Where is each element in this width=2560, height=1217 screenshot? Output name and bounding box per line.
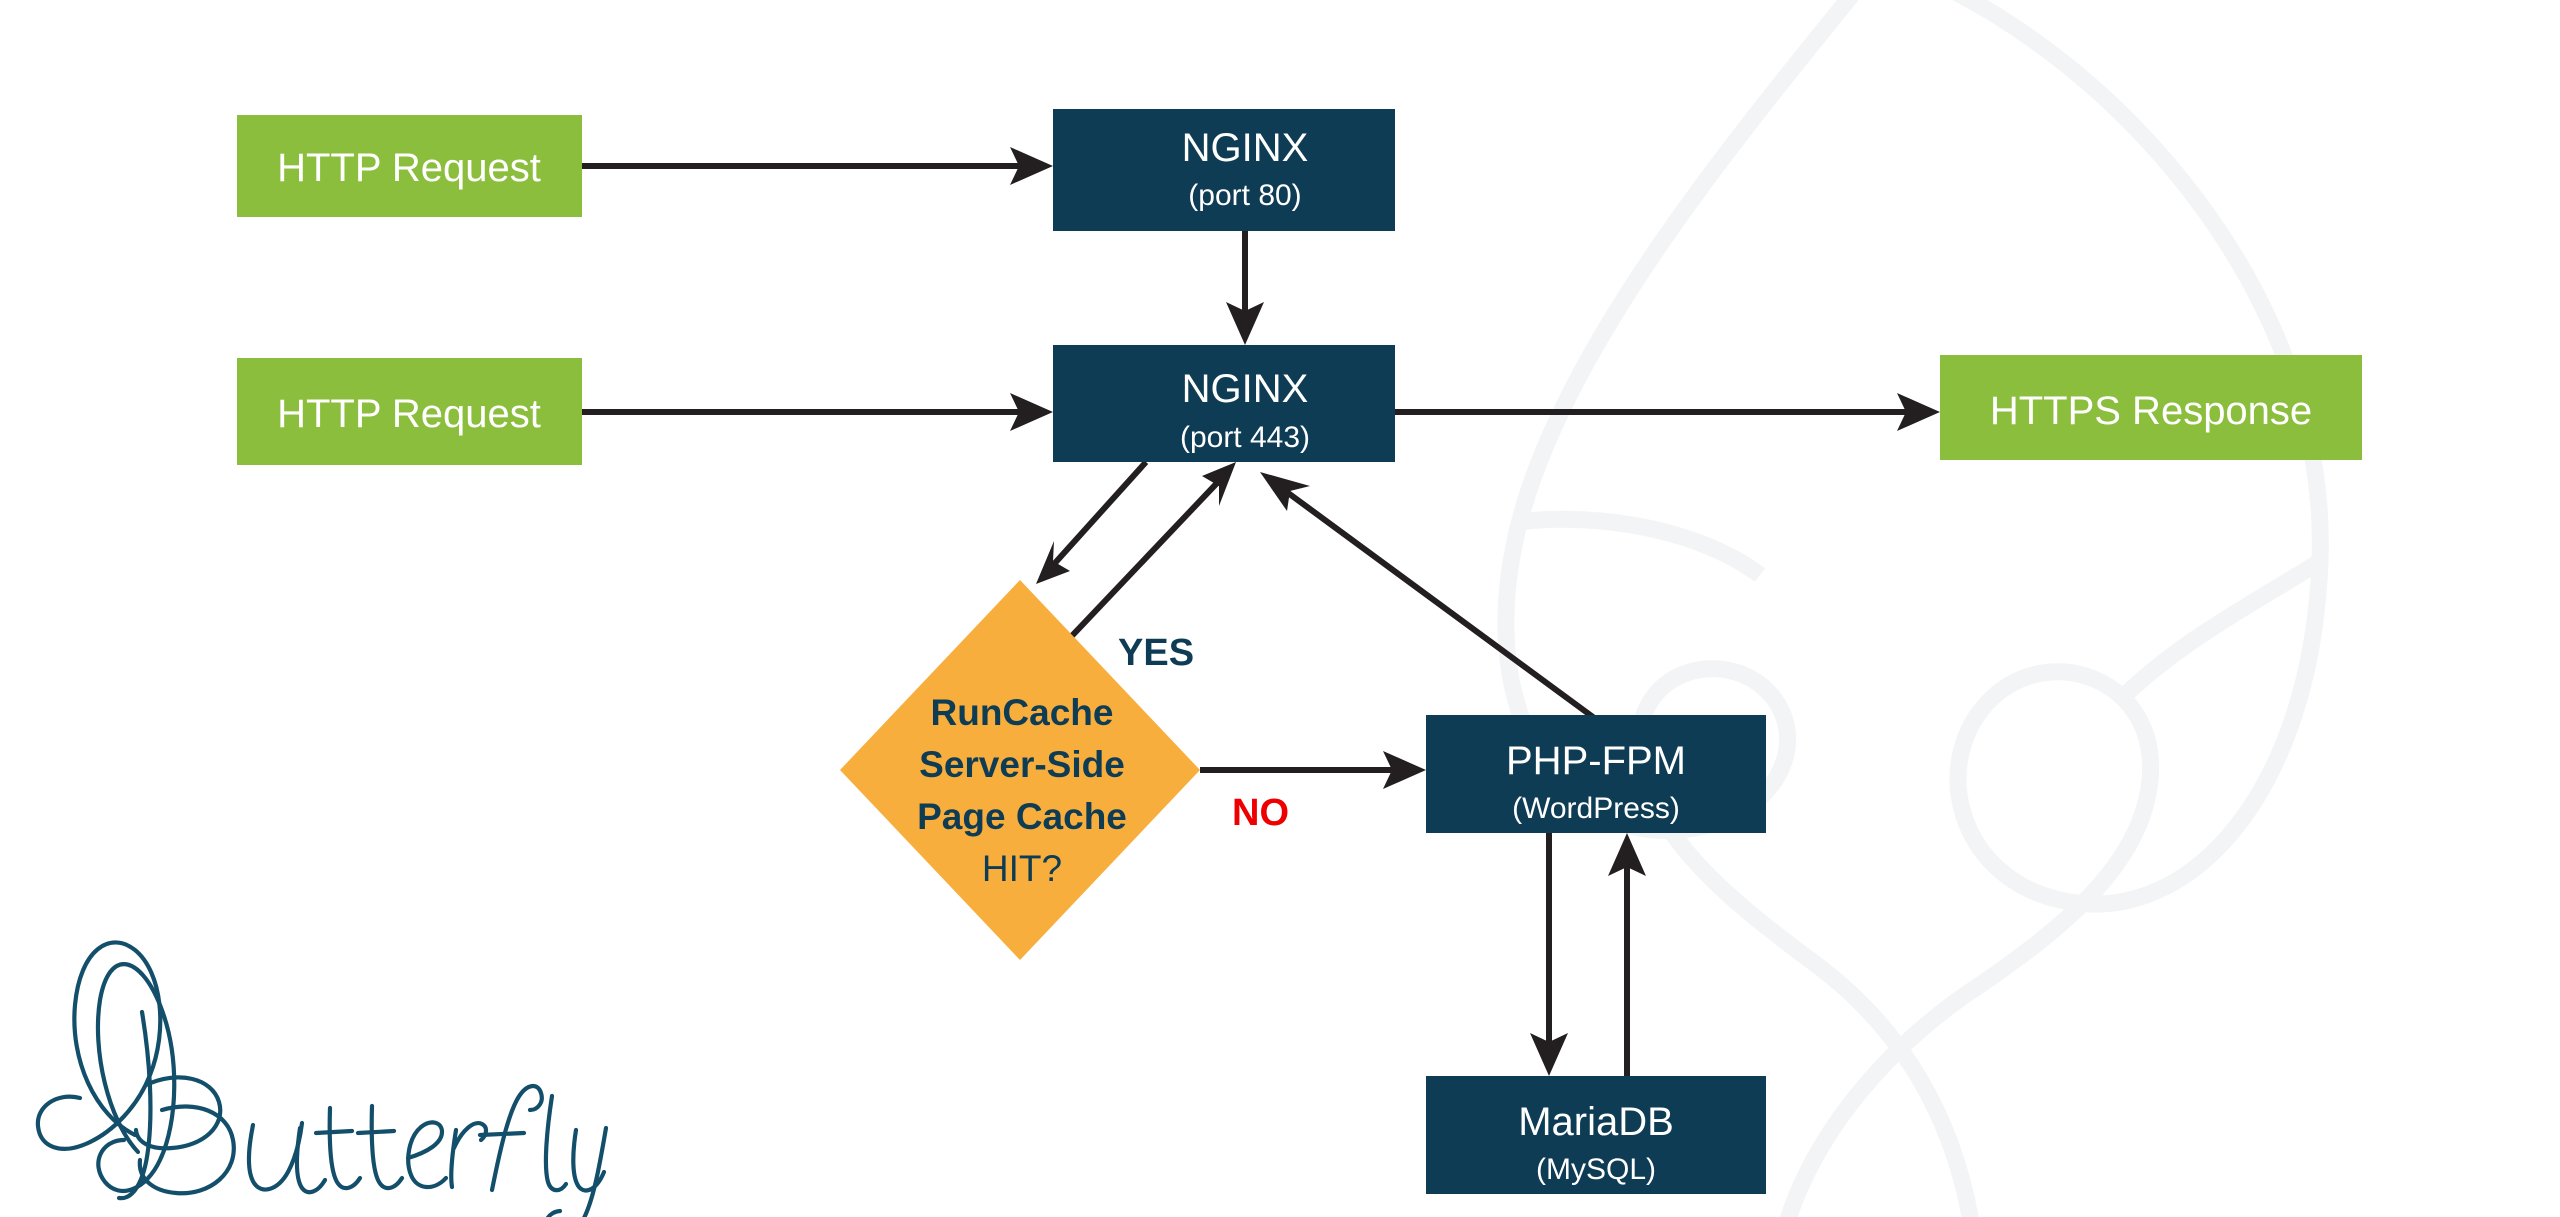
- node-php-fpm[interactable]: PHP-FPM (WordPress): [1426, 715, 1766, 833]
- edge-nginx443-to-https-response: [1395, 393, 1940, 431]
- edge-http-request-to-nginx80: [582, 147, 1053, 185]
- runcache-line-2: Server-Side: [919, 744, 1125, 785]
- runcache-line-4: HIT?: [982, 848, 1062, 889]
- butterfly-logo[interactable]: [35, 940, 609, 1217]
- node-http-request-bottom[interactable]: HTTP Request: [237, 358, 582, 465]
- edge-label-no: NO: [1232, 792, 1289, 834]
- butterfly-watermark: [1497, 0, 2329, 1217]
- butterfly-icon: [35, 940, 177, 1201]
- node-nginx-443-sublabel: (port 443): [1180, 421, 1310, 454]
- node-nginx-80[interactable]: NGINX (port 80): [1053, 109, 1395, 231]
- edge-runcache-no-to-php-fpm: [1200, 751, 1426, 789]
- node-nginx-80-label: NGINX: [1182, 126, 1309, 170]
- node-php-fpm-sublabel: (WordPress): [1512, 792, 1680, 825]
- edge-php-fpm-to-mariadb: [1530, 833, 1568, 1076]
- node-php-fpm-label: PHP-FPM: [1506, 739, 1686, 783]
- node-https-response-label: HTTPS Response: [1990, 389, 2312, 433]
- node-http-request-top-label: HTTP Request: [277, 146, 541, 190]
- edge-php-fpm-to-nginx443: [1260, 472, 1614, 734]
- edge-mariadb-to-php-fpm: [1608, 833, 1646, 1076]
- node-runcache-decision[interactable]: RunCache Server-Side Page Cache HIT?: [840, 580, 1200, 960]
- node-mariadb-sublabel: (MySQL): [1536, 1153, 1656, 1186]
- node-mariadb[interactable]: MariaDB (MySQL): [1426, 1076, 1766, 1194]
- node-http-request-top[interactable]: HTTP Request: [237, 115, 582, 217]
- edge-label-yes: YES: [1118, 632, 1194, 674]
- runcache-line-1: RunCache: [931, 692, 1114, 733]
- butterfly-wordmark: [133, 1075, 609, 1217]
- edge-http-request-to-nginx443: [582, 393, 1053, 431]
- node-https-response[interactable]: HTTPS Response: [1940, 355, 2362, 460]
- node-nginx-80-sublabel: (port 80): [1188, 179, 1301, 212]
- edge-nginx443-to-runcache: [1036, 459, 1149, 584]
- edge-nginx80-to-nginx443: [1226, 231, 1264, 345]
- node-http-request-bottom-label: HTTP Request: [277, 392, 541, 436]
- node-mariadb-label: MariaDB: [1518, 1100, 1674, 1144]
- edge-runcache-yes-to-nginx443: [1065, 462, 1236, 643]
- runcache-line-3: Page Cache: [917, 796, 1127, 837]
- node-nginx-443[interactable]: NGINX (port 443): [1053, 345, 1395, 462]
- node-nginx-443-label: NGINX: [1182, 367, 1309, 411]
